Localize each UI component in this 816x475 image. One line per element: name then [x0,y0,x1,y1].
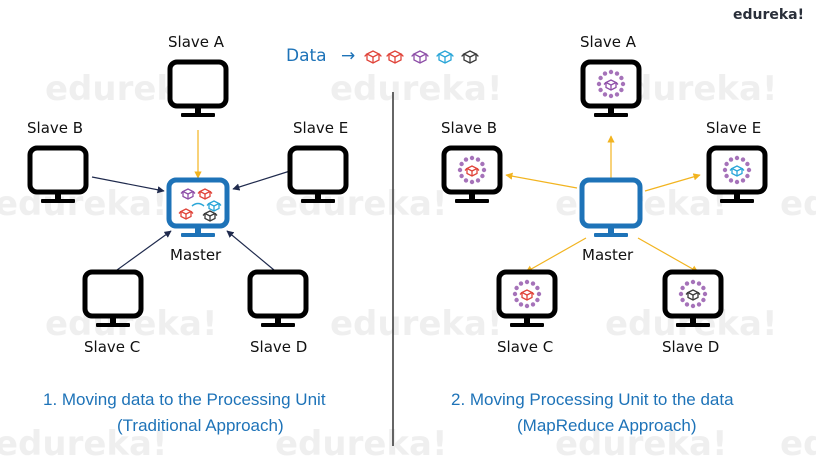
data-box-icon [178,208,194,220]
data-box-icon [364,50,382,64]
data-box-icon [206,200,222,212]
left-caption-line2: (Traditional Approach) [117,416,284,435]
right-slave-e-label: Slave E [706,119,762,137]
watermark-text: edureka! [0,424,168,464]
left-slave-a-label: Slave A [168,33,225,51]
watermark-text: edureka! [330,304,503,344]
data-box-icon [202,210,218,222]
data-box-icon [729,165,745,177]
line-left-slave-c-to-master [116,230,172,271]
processing-gear-icon [512,279,542,309]
arrow-right-master-to-slave-c [525,237,587,273]
left-slave-b-label: Slave B [27,119,84,137]
left-slave-a-monitor [167,59,229,117]
right-slave-a-label: Slave A [580,33,637,51]
left-caption-line1: 1. Moving data to the Processing Unit [43,390,326,409]
data-box-icon [461,50,479,64]
data-box-icon [411,50,429,64]
left-slave-c-monitor [82,269,144,327]
processing-gear-icon [722,155,752,185]
left-slave-d-label: Slave D [250,338,308,356]
data-box-icon [436,50,454,64]
arrow-right-master-to-slave-b [505,172,578,189]
left-slave-e-label: Slave E [293,119,349,137]
line-left-slave-d-to-master [226,230,275,271]
processing-gear-icon [678,279,708,309]
right-slave-d-label: Slave D [662,338,720,356]
data-label: Data [286,46,327,66]
watermark-text: edureka! [330,69,503,109]
data-box-icon [685,289,701,301]
right-master-monitor [579,177,643,237]
left-master-label: Master [170,246,222,264]
arrow-right-master-to-slave-d [637,237,699,273]
data-box-icon [386,50,404,64]
data-box-icon [519,289,535,301]
watermark-text: edureka! [555,424,728,464]
left-slave-d-monitor [247,269,309,327]
right-master-label: Master [582,246,634,264]
left-slave-e-monitor [287,145,349,203]
processing-gear-icon [457,155,487,185]
left-slave-c-label: Slave C [84,338,141,356]
swirl-icon [191,202,205,207]
right-caption-line2: (MapReduce Approach) [517,416,697,435]
right-slave-c-label: Slave C [497,338,554,356]
data-box-icon [464,165,480,177]
watermark-text: edureka! [275,424,448,464]
watermark-layer: edureka! edureka! edureka! edureka! edureka!… [0,69,816,464]
processing-gear-icon [596,69,626,99]
data-box-icon [180,188,196,200]
left-slave-b-monitor [27,145,89,203]
line-left-slave-b-to-master [91,176,165,194]
arrow-right-master-to-slave-e [644,173,701,192]
brand-logo: edureka! [732,7,804,23]
right-slave-b-label: Slave B [441,119,498,137]
watermark-text: edureka! [780,184,816,224]
right-caption-line1: 2. Moving Processing Unit to the data [451,390,734,409]
watermark-text: edureka! [780,424,816,464]
data-arrow-icon: → [341,46,356,66]
data-box-icon [603,79,619,91]
line-left-slave-e-to-master [232,170,291,191]
data-box-icon [197,188,213,200]
